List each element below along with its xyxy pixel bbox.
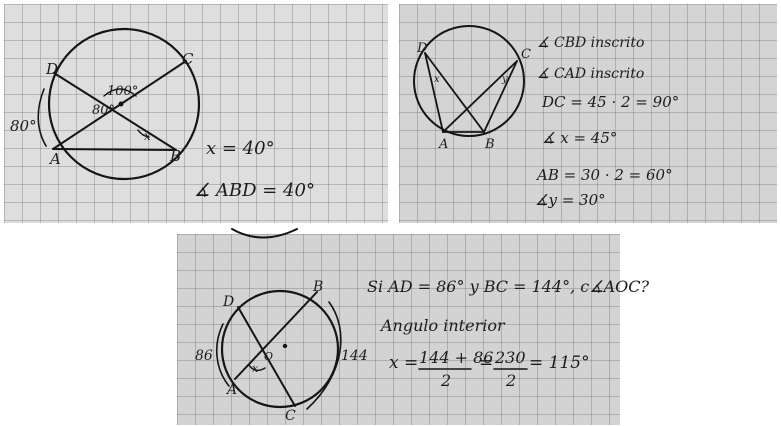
eq-x: x =: [389, 353, 418, 373]
circle: [47, 27, 201, 181]
chord-ab: [52, 148, 177, 151]
point-a: A: [225, 382, 237, 398]
arc-arrow-left: [215, 323, 230, 387]
frac2-denominator: 2: [505, 371, 516, 390]
photo-inscribed-angle-1: D C A B x 100° 80° 80° x = 40° ∡ ABD = 4…: [4, 4, 388, 223]
chord-db: [424, 52, 485, 133]
arc-arrow-right: [306, 301, 342, 410]
point-c: C: [521, 47, 531, 62]
chord-db: [53, 72, 177, 151]
point-a: A: [438, 137, 448, 152]
point-d: D: [222, 294, 234, 310]
angle-mark-top: [103, 88, 137, 97]
mark-x: x: [434, 74, 440, 85]
question-text: Si AD = 86° y BC = 144°, c∡AOC?: [367, 277, 650, 296]
mark-y: y: [501, 74, 508, 85]
chord-cb: [483, 60, 518, 133]
chord-dc: [237, 306, 296, 407]
chord-da: [424, 52, 444, 133]
center-dot: [118, 101, 124, 107]
angle-x: x: [252, 362, 259, 375]
circle: [413, 25, 525, 137]
angle-mark-b: [137, 129, 150, 138]
point-b: B: [169, 147, 181, 165]
angle-x: x: [144, 129, 151, 143]
point-a: A: [48, 150, 61, 168]
point-c: C: [182, 50, 194, 68]
photo-inscribed-angle-2: D C A B x y ∡ CBD inscrito ∡ CAD inscrit…: [399, 4, 777, 223]
chord-ca: [442, 60, 518, 133]
frac1-denominator: 2: [440, 371, 451, 390]
photo-interior-angle: D B A C O x 86 144 Si AD = 86° y BC = 14…: [177, 228, 650, 425]
arc-144: 144: [341, 348, 368, 364]
eq-equals: =: [479, 353, 493, 373]
point-o: O: [264, 350, 273, 363]
chord-ba: [234, 291, 318, 380]
arc-86: 86: [195, 348, 213, 364]
partial-circle-above: [231, 228, 298, 239]
diagram-2: D C A B x y ∡ CBD inscrito ∡ CAD inscrit…: [413, 25, 679, 209]
label-angulo-interior: Angulo interior: [379, 316, 506, 335]
circle: [220, 289, 340, 409]
angle-80-inner: 80°: [92, 103, 115, 118]
line-ab: AB = 30 · 2 = 60°: [535, 166, 673, 184]
point-b: B: [484, 137, 495, 152]
point-c: C: [285, 408, 296, 424]
frac2-numerator: 230: [494, 348, 526, 367]
eq-result-115: = 115°: [529, 353, 590, 373]
frac1-numerator: 144 + 86: [419, 348, 493, 367]
line-cbd: ∡ CBD inscrito: [537, 35, 644, 51]
eq-abd-40: ∡ ABD = 40°: [194, 180, 315, 201]
line-x45: ∡ x = 45°: [542, 129, 617, 147]
eq-x-40: x = 40°: [206, 138, 275, 159]
line-y30: ∡y = 30°: [535, 191, 606, 209]
point-d: D: [416, 41, 428, 56]
point-d: D: [45, 60, 58, 78]
angle-mark-x: [248, 364, 266, 372]
point-b: B: [312, 279, 323, 295]
arc-arrow: [37, 88, 47, 147]
line-cad: ∡ CAD inscrito: [537, 66, 644, 82]
center-dot: [282, 343, 288, 349]
angle-100: 100°: [107, 84, 138, 99]
diagram-3: D B A C O x 86 144 Si AD = 86° y BC = 14…: [195, 228, 650, 424]
line-dc: DC = 45 · 2 = 90°: [541, 93, 679, 111]
arc-80: 80°: [10, 117, 37, 135]
diagram-1: D C A B x 100° 80° 80° x = 40° ∡ ABD = 4…: [10, 27, 315, 201]
